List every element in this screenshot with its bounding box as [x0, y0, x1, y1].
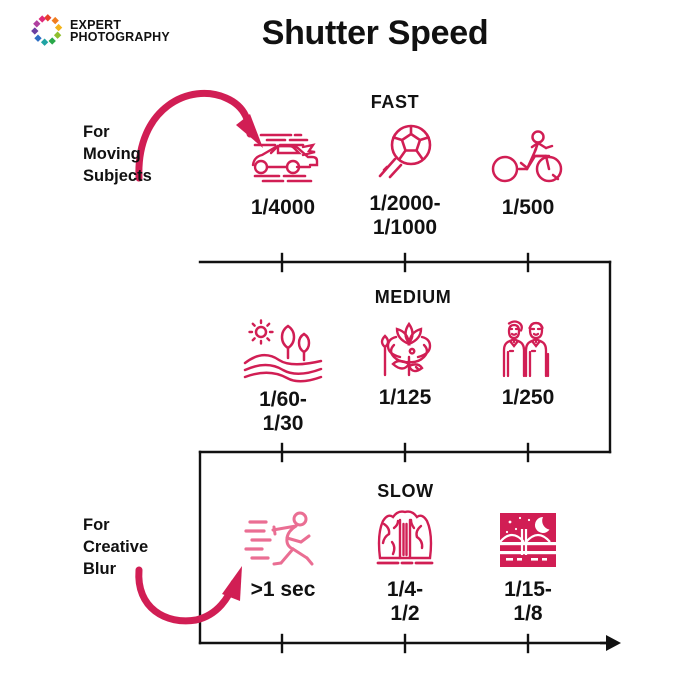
item-caption: 1/500 — [501, 196, 555, 219]
item-caption: 1/15- 1/8 — [504, 578, 552, 625]
page-title: Shutter Speed — [261, 14, 489, 52]
item-waterfall: 1/4- 1/2 — [340, 508, 470, 625]
cyclist-icon — [463, 126, 593, 190]
band-heading-medium: MEDIUM — [374, 287, 452, 307]
callout-label-creative-blur: For Creative Blur — [83, 516, 149, 578]
item-caption: >1 sec — [250, 578, 316, 601]
item-soccer-ball: 1/2000- 1/1000 — [340, 122, 470, 239]
brand-logo: EXPERT PHOTOGRAPHY — [30, 14, 170, 48]
band-heading-fast: FAST — [370, 92, 420, 112]
item-cyclist: 1/500 — [463, 126, 593, 220]
race-car-motion-icon — [218, 126, 348, 190]
item-caption: 1/4000 — [250, 196, 316, 219]
band-heading-slow: SLOW — [377, 481, 434, 501]
running-person-blur-icon — [218, 508, 348, 572]
item-caption: 1/250 — [501, 386, 555, 409]
brand-line-2: PHOTOGRAPHY — [70, 30, 170, 44]
callout-label-moving-subjects: For Moving Subjects — [83, 123, 152, 185]
curved-arrow-up-right-icon — [135, 566, 238, 625]
item-caption: 1/125 — [378, 386, 432, 409]
item-night-bridge: 1/15- 1/8 — [463, 508, 593, 625]
color-wheel-diamonds-icon — [30, 14, 64, 48]
item-couple-portrait: 1/250 — [463, 316, 593, 410]
item-lotus-flower: 1/125 — [340, 316, 470, 410]
lotus-flower-icon — [340, 316, 470, 380]
landscape-sun-hills-icon — [218, 318, 348, 383]
night-bridge-moon-icon — [463, 508, 593, 572]
brand-line-1: EXPERT — [70, 17, 122, 32]
item-race-car: 1/4000 — [218, 126, 348, 220]
item-caption: 1/60- 1/30 — [259, 388, 307, 435]
item-landscape: 1/60- 1/30 — [218, 318, 348, 435]
couple-portrait-icon — [463, 316, 593, 380]
waterfall-icon — [340, 508, 470, 572]
item-runner: >1 sec — [218, 508, 348, 602]
item-caption: 1/2000- 1/1000 — [369, 192, 441, 239]
item-caption: 1/4- 1/2 — [386, 578, 424, 625]
soccer-ball-motion-icon — [340, 122, 470, 186]
